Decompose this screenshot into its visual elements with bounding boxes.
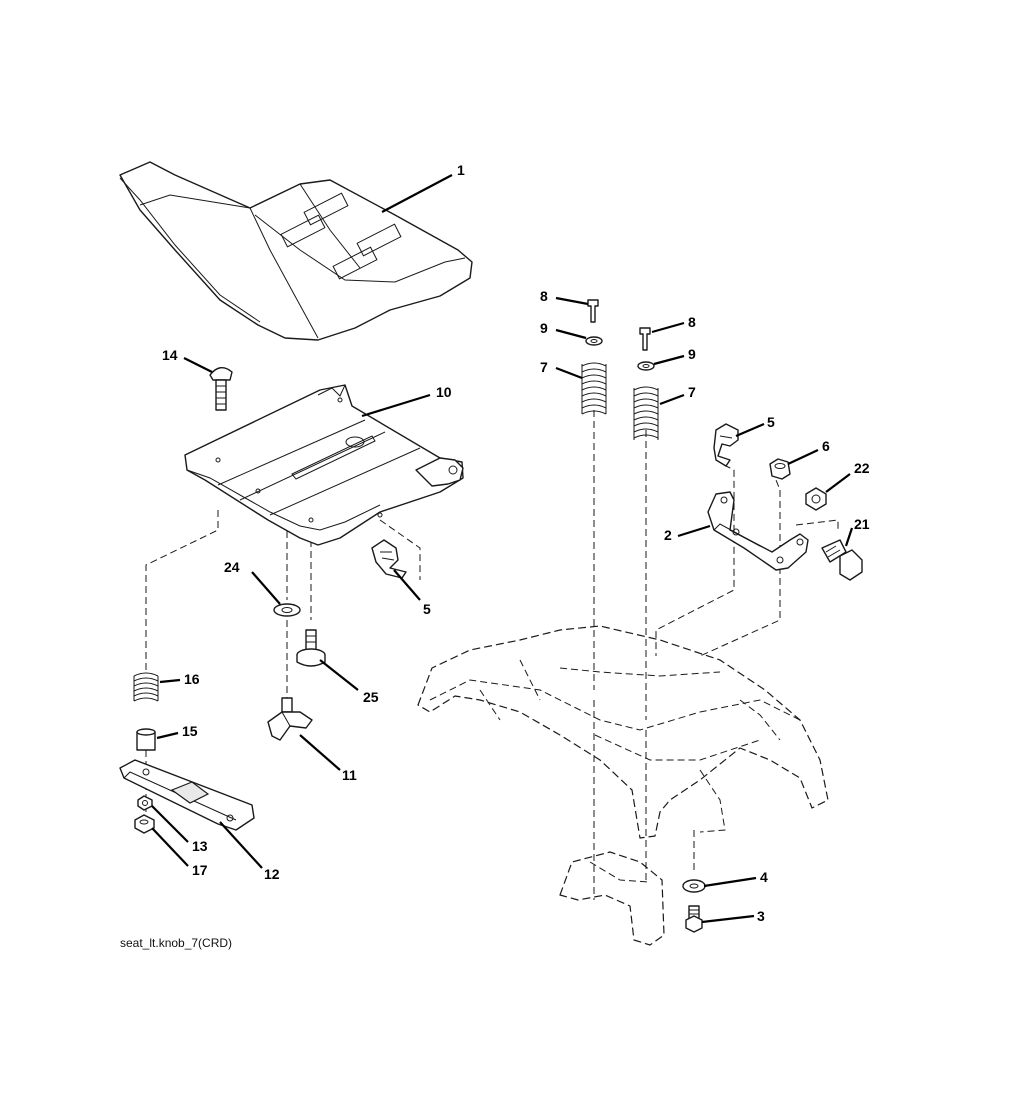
bolt-25: [296, 629, 326, 667]
callout-seat-pan: 10: [436, 384, 452, 400]
washer-9-left: [585, 336, 603, 346]
callout-bolt-25: 25: [363, 689, 379, 705]
knob: [267, 697, 313, 741]
spring-right: [633, 386, 659, 440]
mount-bracket: [707, 491, 809, 571]
spring-16: [133, 672, 159, 702]
callout-spring-right: 7: [688, 384, 696, 400]
callout-frame-bolt: 3: [757, 908, 765, 924]
callout-spring-16: 16: [184, 671, 200, 687]
fender-frame: [417, 625, 829, 946]
slide-plate: [119, 759, 255, 831]
clip-right: [713, 423, 739, 467]
callout-clip-left: 5: [423, 601, 431, 617]
callout-nut-22: 22: [854, 460, 870, 476]
nut-22: [805, 487, 827, 511]
callout-spring-left: 7: [540, 359, 548, 375]
seat-pan: [184, 384, 464, 546]
clip-left: [371, 539, 407, 579]
callout-frame-washer: 4: [760, 869, 768, 885]
callout-nut-6: 6: [822, 438, 830, 454]
frame-washer: [682, 879, 706, 893]
callout-nut-13: 13: [192, 838, 208, 854]
callout-washer-24: 24: [224, 559, 240, 575]
callout-slide-plate: 12: [264, 866, 280, 882]
callout-knob: 11: [342, 767, 357, 783]
spring-left: [581, 362, 607, 415]
pin-right: [639, 327, 651, 351]
diagram-caption: seat_lt.knob_7(CRD): [120, 936, 233, 950]
frame-bolt: [685, 905, 703, 933]
carriage-bolt: [209, 367, 233, 411]
callout-spacer: 15: [182, 723, 198, 739]
callout-pin-left: 8: [540, 288, 548, 304]
callout-washer-9-left: 9: [540, 320, 548, 336]
callout-nut-17: 17: [192, 862, 208, 878]
callout-shoulder-bolt: 21: [854, 516, 870, 532]
seat: [119, 161, 473, 341]
callout-mount-bracket: 2: [664, 527, 672, 543]
callout-seat: 1: [457, 162, 465, 178]
callout-washer-9-right: 9: [688, 346, 696, 362]
callout-pin-right: 8: [688, 314, 696, 330]
callout-carriage-bolt: 14: [162, 347, 178, 363]
leader-lines: [151, 174, 854, 924]
spacer: [136, 728, 156, 751]
callout-clip-right: 5: [767, 414, 775, 430]
pin-left: [587, 299, 599, 323]
washer-9-right: [637, 361, 655, 371]
nut-13: [137, 795, 153, 811]
nut-6: [769, 458, 791, 480]
callouts: 1 10 14 5 24 25 11 16 15 12 13 17 8 9 7 …: [162, 162, 870, 924]
washer-24: [273, 603, 301, 617]
nut-17: [134, 814, 155, 834]
shoulder-bolt: [821, 539, 863, 581]
assembly-lines: [145, 410, 839, 900]
